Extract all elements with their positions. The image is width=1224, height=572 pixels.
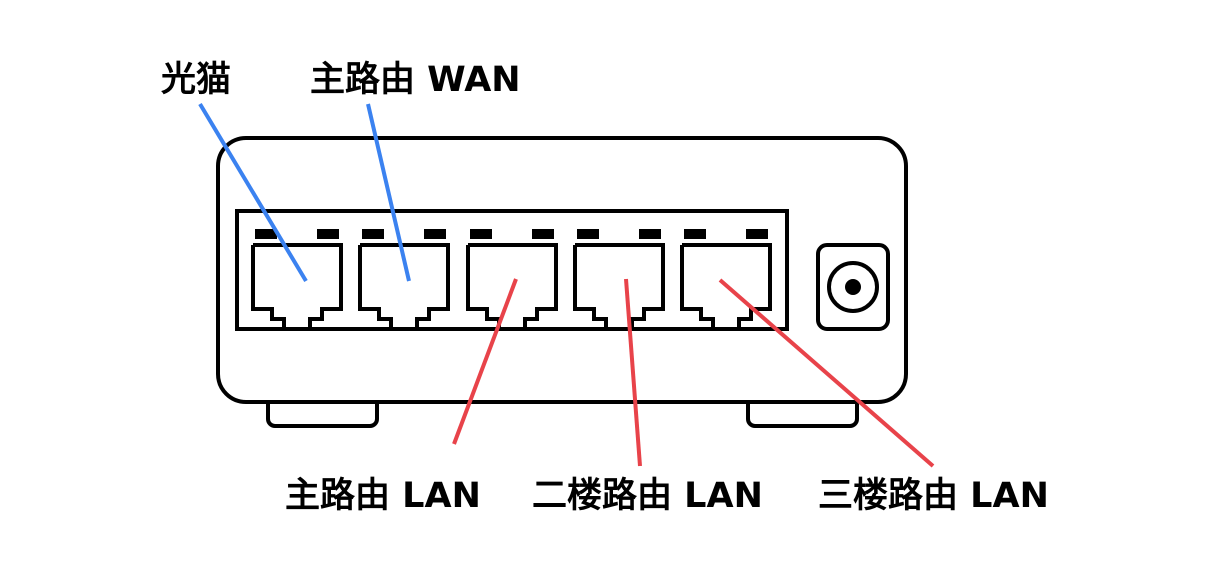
leader-line-2f-lan xyxy=(624,278,642,467)
port-led-icon xyxy=(255,229,277,239)
leader-line-main-lan xyxy=(452,278,518,445)
ethernet-port-4 xyxy=(573,229,665,329)
port-led-icon xyxy=(746,229,768,239)
port-led-icon xyxy=(470,229,492,239)
leader-line-modem xyxy=(198,102,308,283)
port-led-icon xyxy=(532,229,554,239)
leader-line-3f-lan xyxy=(718,278,935,468)
port-led-icon xyxy=(424,229,446,239)
label-main-router-lan: 主路由 LAN xyxy=(285,476,481,516)
ethernet-port-2 xyxy=(358,229,450,329)
port-led-icon xyxy=(577,229,599,239)
leader-line-main-wan xyxy=(366,103,411,282)
power-pin-icon xyxy=(845,279,861,295)
power-jack xyxy=(816,243,890,331)
label-main-router-wan: 主路由 WAN xyxy=(310,60,521,100)
ethernet-port-1 xyxy=(251,229,343,329)
port-led-icon xyxy=(317,229,339,239)
port-led-icon xyxy=(684,229,706,239)
label-third-floor-router-lan: 三楼路由 LAN xyxy=(818,476,1049,516)
port-led-icon xyxy=(639,229,661,239)
label-second-floor-router-lan: 二楼路由 LAN xyxy=(532,476,763,516)
port-led-icon xyxy=(362,229,384,239)
label-modem: 光猫 xyxy=(161,60,232,100)
port-panel xyxy=(235,209,789,331)
